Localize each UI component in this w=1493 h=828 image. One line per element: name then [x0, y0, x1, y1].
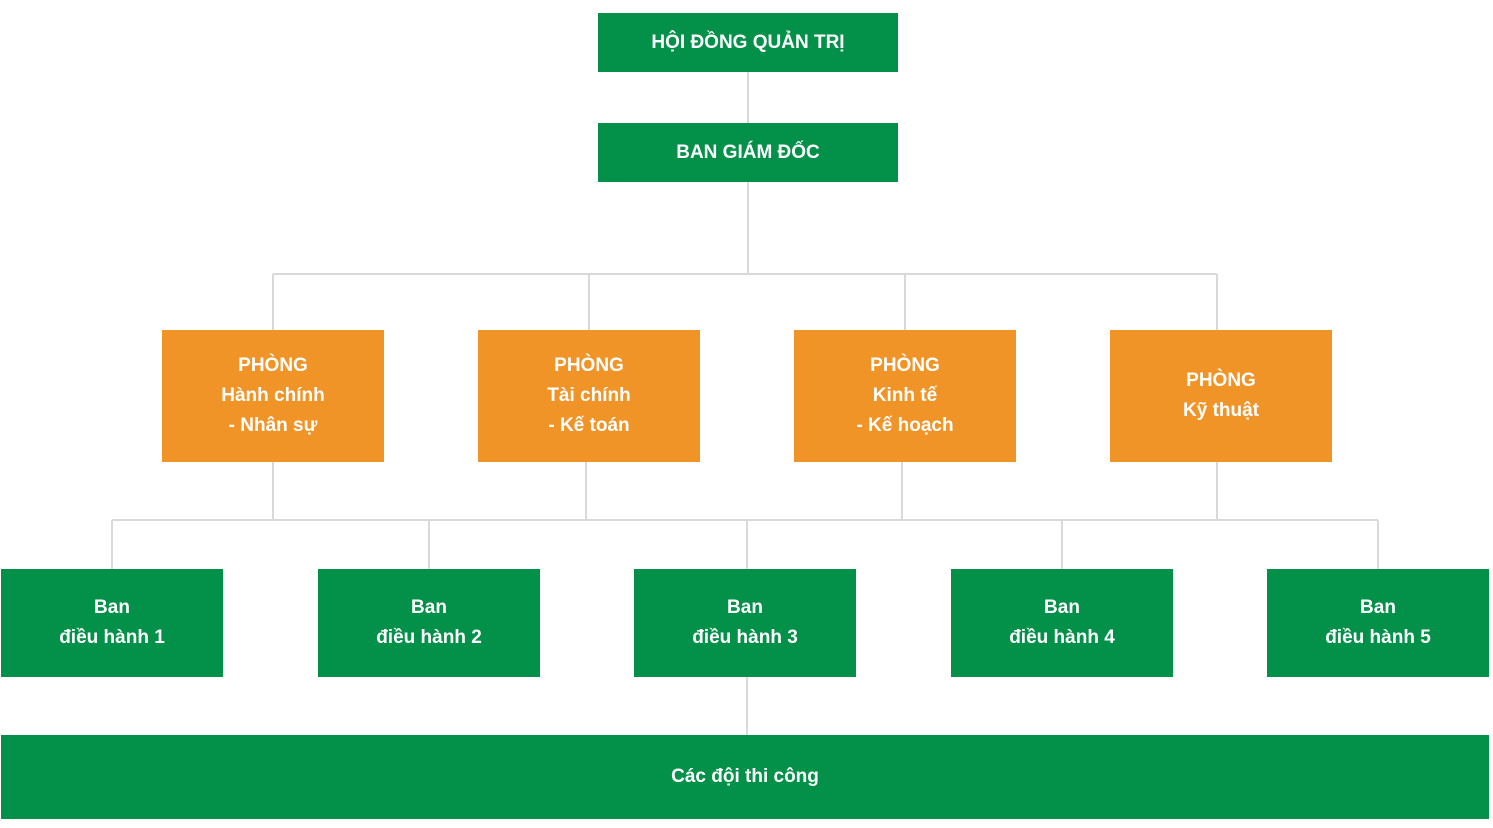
- construction-teams-label: Các đội thi công: [671, 766, 819, 787]
- executive-board-5-line-1: Ban: [1360, 597, 1396, 618]
- department-hr-admin-line-1: PHÒNG: [238, 355, 308, 376]
- department-economics-planning-line-1: PHÒNG: [870, 355, 940, 376]
- executive-board-5-line-2: điều hành 5: [1325, 627, 1431, 648]
- executive-board-2-line-2: điều hành 2: [376, 627, 482, 648]
- department-finance-accounting-line-3: - Kế toán: [548, 415, 630, 436]
- executive-board-3-box: Ban điều hành 3: [634, 569, 856, 677]
- department-economics-planning-line-2: Kinh tế: [872, 385, 938, 406]
- executive-board-3-line-2: điều hành 3: [692, 627, 798, 648]
- department-economics-planning-box: PHÒNG Kinh tế - Kế hoạch: [794, 330, 1016, 462]
- department-technical-box: PHÒNG Kỹ thuật: [1110, 330, 1332, 462]
- department-hr-admin-line-2: Hành chính: [221, 385, 325, 406]
- executive-board-4-line-2: điều hành 4: [1009, 627, 1115, 648]
- department-hr-admin-line-3: - Nhân sự: [228, 415, 318, 436]
- executive-board-1-box: Ban điều hành 1: [1, 569, 223, 677]
- executive-board-3-line-1: Ban: [727, 597, 763, 618]
- executive-board-2-box: Ban điều hành 2: [318, 569, 540, 677]
- executive-board-1-line-2: điều hành 1: [59, 627, 165, 648]
- department-finance-accounting-line-1: PHÒNG: [554, 355, 624, 376]
- executive-board-5-box: Ban điều hành 5: [1267, 569, 1489, 677]
- department-economics-planning-line-3: - Kế hoạch: [856, 415, 954, 436]
- executive-board-2-line-1: Ban: [411, 597, 447, 618]
- department-technical-line-1: PHÒNG: [1186, 370, 1256, 391]
- executive-board-4-box: Ban điều hành 4: [951, 569, 1173, 677]
- department-finance-accounting-line-2: Tài chính: [547, 385, 631, 406]
- board-of-directors-box: HỘI ĐỒNG QUẢN TRỊ: [598, 13, 898, 72]
- department-finance-accounting-box: PHÒNG Tài chính - Kế toán: [478, 330, 700, 462]
- executive-board-4-line-1: Ban: [1044, 597, 1080, 618]
- department-technical-line-2: Kỹ thuật: [1183, 400, 1259, 421]
- construction-teams-box: Các đội thi công: [1, 735, 1489, 819]
- department-hr-admin-box: PHÒNG Hành chính - Nhân sự: [162, 330, 384, 462]
- management-board-box: BAN GIÁM ĐỐC: [598, 123, 898, 182]
- executive-board-1-line-1: Ban: [94, 597, 130, 618]
- management-board-label: BAN GIÁM ĐỐC: [676, 141, 820, 163]
- board-of-directors-label: HỘI ĐỒNG QUẢN TRỊ: [651, 31, 845, 53]
